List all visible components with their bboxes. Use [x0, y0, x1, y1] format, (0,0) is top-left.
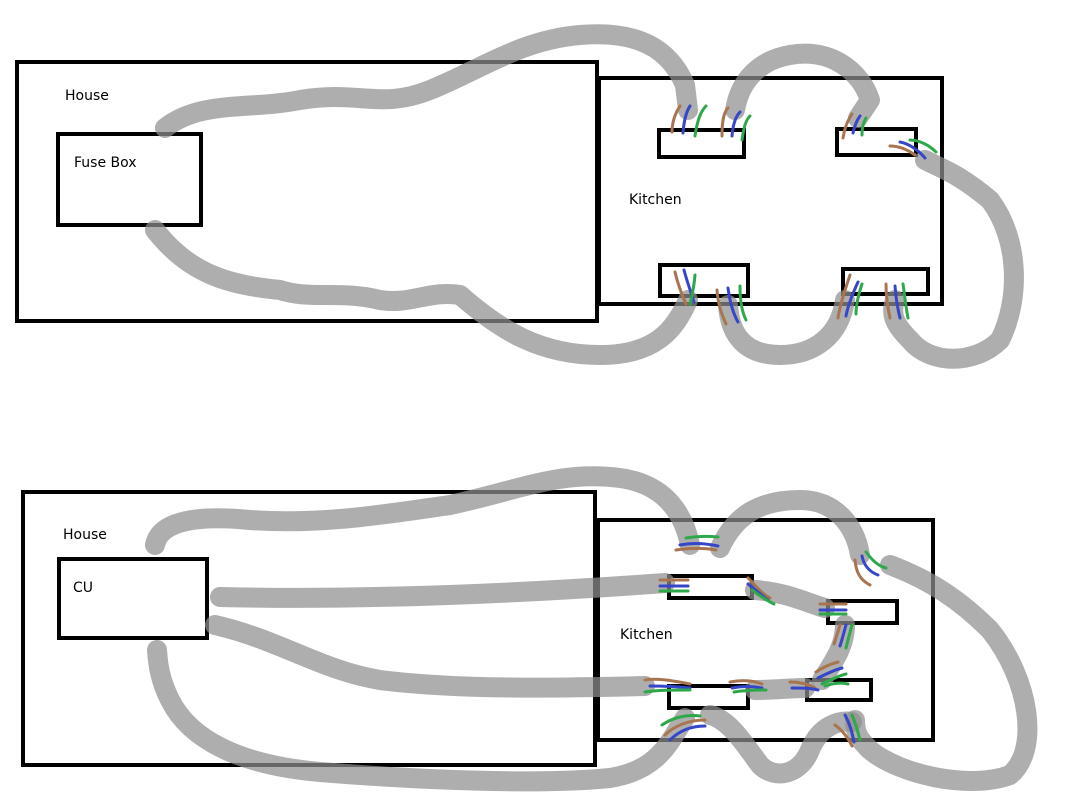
house-outline: [21, 490, 597, 767]
kitchen-label: Kitchen: [629, 192, 682, 208]
radial-cable: [745, 580, 835, 618]
ring-cable: [147, 640, 695, 792]
house-label: House: [63, 527, 107, 543]
house-label: House: [65, 88, 109, 104]
ring-cable: [155, 24, 698, 138]
kitchen-outline: [596, 518, 935, 742]
ring-cable: [710, 490, 870, 565]
fuse-box-label: Fuse Box: [74, 155, 137, 171]
fuse-box: [56, 132, 203, 227]
ring-cable: [145, 466, 700, 555]
ring-cable: [718, 290, 855, 365]
ring-cable: [725, 43, 880, 128]
socket: [657, 128, 746, 159]
bottom-diagram: [21, 466, 1038, 792]
radial-cable: [205, 615, 655, 698]
radial-cable: [210, 573, 675, 608]
kitchen-outline: [597, 76, 944, 306]
wire-ends: [670, 104, 938, 326]
socket: [658, 263, 750, 298]
cu-label: CU: [73, 580, 94, 596]
ring-cable: [145, 220, 698, 365]
ring-cable: [883, 150, 1024, 369]
kitchen-label: Kitchen: [620, 627, 673, 643]
ring-cable: [845, 555, 1038, 791]
ring-cable: [700, 705, 862, 784]
wire-ends: [643, 534, 888, 748]
top-diagram: [15, 24, 1024, 369]
consumer-unit: [57, 557, 209, 640]
